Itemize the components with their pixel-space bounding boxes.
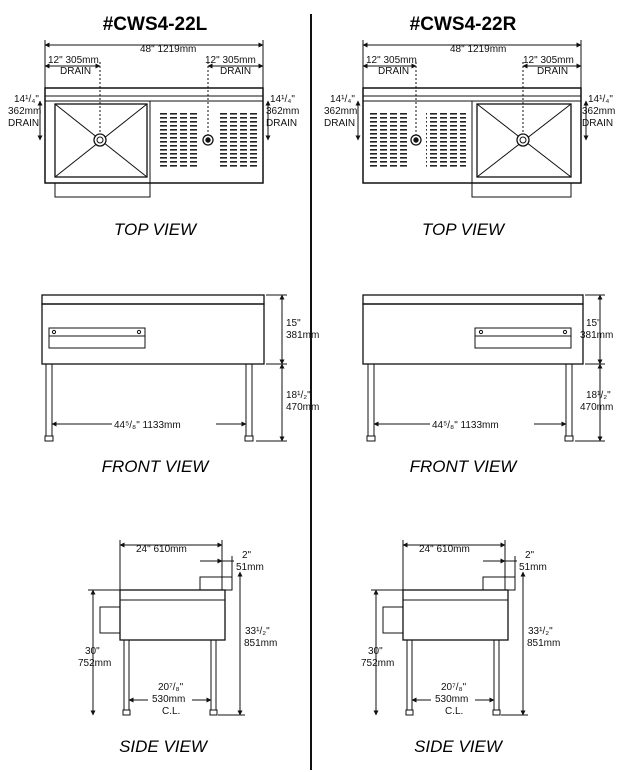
top-view-label: TOP VIEW bbox=[114, 220, 198, 239]
drain-label: DRAIN bbox=[324, 118, 355, 129]
side-work-mm: 752mm bbox=[78, 658, 111, 669]
side-leg-mm: 530mm bbox=[152, 694, 185, 705]
splash-mm: 51mm bbox=[519, 562, 547, 573]
drain-depth-mm-label: 362mm bbox=[8, 106, 41, 117]
side-height-mm: 851mm bbox=[527, 638, 560, 649]
side-view-right-labels: 24" 610mm 2" 51mm 33¹/₂" 851mm 30" 752mm… bbox=[361, 544, 560, 720]
top-view-right-labels: 48" 1219mm 12" 305mm DRAIN 12" 305mm DRA… bbox=[324, 44, 615, 129]
drain-label: DRAIN bbox=[582, 118, 613, 129]
front-view-left-labels: 44⁵/₈" 1133mm 15" 381mm 18¹/₂" 470mm bbox=[112, 318, 319, 431]
front-upper-mm: 381mm bbox=[580, 330, 613, 341]
side-view-label: SIDE VIEW bbox=[414, 737, 504, 756]
side-height-in: 33¹/₂" bbox=[528, 626, 553, 637]
top-view-right bbox=[355, 40, 589, 198]
front-view-label: FRONT VIEW bbox=[410, 457, 519, 476]
drain-depth-mm-label: 362mm bbox=[582, 106, 615, 117]
side-depth-label: 24" 610mm bbox=[419, 544, 470, 555]
model-title-left: #CWS4-22L bbox=[103, 14, 208, 35]
leg-span-label: 44⁵/₈" 1133mm bbox=[114, 420, 181, 431]
side-work-mm: 752mm bbox=[361, 658, 394, 669]
front-leg-in: 18¹/₂" bbox=[586, 390, 611, 401]
top-view-left bbox=[37, 40, 271, 198]
side-leg-cl: C.L. bbox=[162, 706, 180, 717]
side-height-mm: 851mm bbox=[244, 638, 277, 649]
drain-label: DRAIN bbox=[60, 66, 91, 77]
front-upper-in: 15" bbox=[286, 318, 301, 329]
top-view-left-labels: 48" 1219mm 12" 305mm DRAIN 12" 305mm DRA… bbox=[8, 44, 299, 129]
drain-depth-mm-label: 362mm bbox=[324, 106, 357, 117]
drain-offset-label: 12" 305mm bbox=[366, 55, 417, 66]
front-view-left bbox=[41, 294, 287, 442]
front-leg-in: 18¹/₂" bbox=[286, 390, 311, 401]
side-leg-in: 20⁷/₈" bbox=[158, 682, 184, 693]
top-view-label: TOP VIEW bbox=[422, 220, 506, 239]
side-depth-label: 24" 610mm bbox=[136, 544, 187, 555]
front-upper-mm: 381mm bbox=[286, 330, 319, 341]
splash-mm: 51mm bbox=[236, 562, 264, 573]
overall-width-label: 48" 1219mm bbox=[140, 44, 196, 55]
side-leg-in: 20⁷/₈" bbox=[441, 682, 467, 693]
side-leg-cl: C.L. bbox=[445, 706, 463, 717]
drain-depth-label: 14¹/₄" bbox=[588, 94, 613, 105]
side-work-in: 30" bbox=[368, 646, 383, 657]
side-height-in: 33¹/₂" bbox=[245, 626, 270, 637]
front-leg-mm: 470mm bbox=[286, 402, 319, 413]
model-title-right: #CWS4-22R bbox=[410, 14, 517, 35]
splash-in: 2" bbox=[242, 550, 252, 561]
drain-depth-mm-label: 362mm bbox=[266, 106, 299, 117]
drain-label: DRAIN bbox=[220, 66, 251, 77]
front-leg-mm: 470mm bbox=[580, 402, 613, 413]
front-view-right-labels: 44⁵/₈" 1133mm 15" 381mm 18¹/₂" 470mm bbox=[430, 318, 613, 431]
side-work-in: 30" bbox=[85, 646, 100, 657]
drain-depth-label: 14¹/₄" bbox=[330, 94, 355, 105]
splash-in: 2" bbox=[525, 550, 535, 561]
side-leg-mm: 530mm bbox=[435, 694, 468, 705]
drain-label: DRAIN bbox=[378, 66, 409, 77]
drain-label: DRAIN bbox=[8, 118, 39, 129]
front-view-right bbox=[362, 294, 605, 442]
drain-offset-label: 12" 305mm bbox=[48, 55, 99, 66]
drain-depth-label: 14¹/₄" bbox=[14, 94, 39, 105]
overall-width-label: 48" 1219mm bbox=[450, 44, 506, 55]
side-view-left bbox=[88, 540, 245, 716]
drain-offset-label: 12" 305mm bbox=[205, 55, 256, 66]
drain-depth-label: 14¹/₄" bbox=[270, 94, 295, 105]
drain-offset-label: 12" 305mm bbox=[523, 55, 574, 66]
drain-label: DRAIN bbox=[537, 66, 568, 77]
drain-label: DRAIN bbox=[266, 118, 297, 129]
front-upper-in: 15" bbox=[586, 318, 601, 329]
side-view-label: SIDE VIEW bbox=[119, 737, 209, 756]
side-view-left-labels: 24" 610mm 2" 51mm 33¹/₂" 851mm 30" 752mm… bbox=[78, 544, 277, 720]
leg-span-label: 44⁵/₈" 1133mm bbox=[432, 420, 499, 431]
side-view-right bbox=[371, 540, 528, 716]
front-view-label: FRONT VIEW bbox=[102, 457, 211, 476]
